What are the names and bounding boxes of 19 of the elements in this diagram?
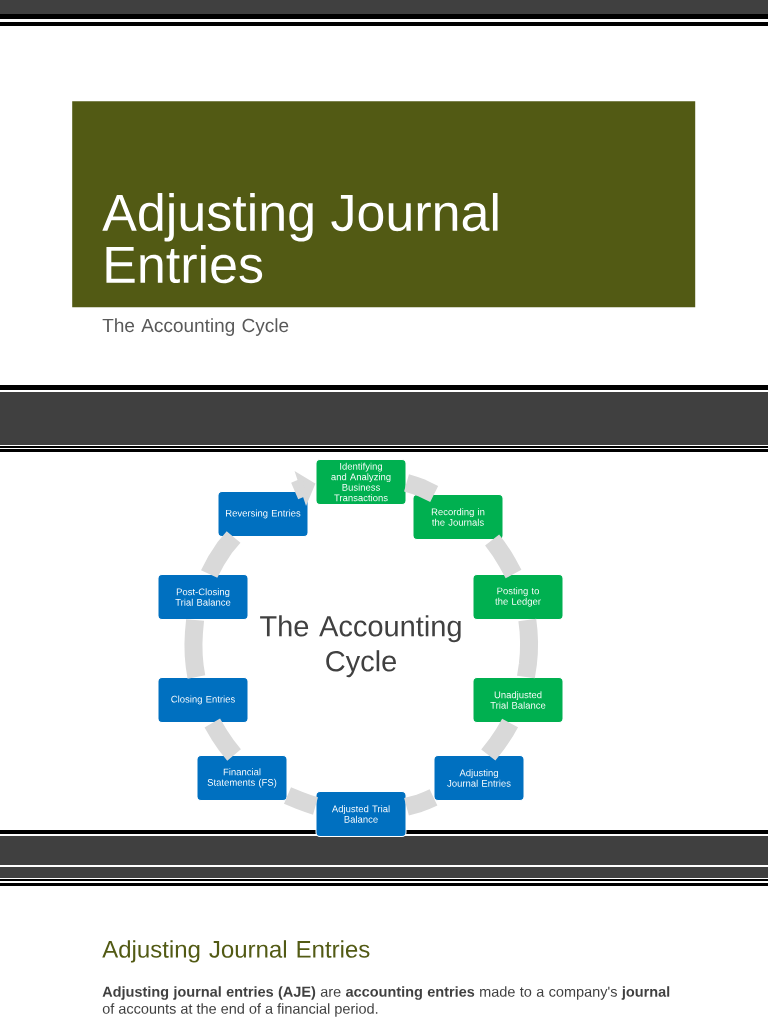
- step-box: Post-Closing Trial Balance: [157, 574, 249, 620]
- step-box: Identifying and Analyzing Business Transactions: [315, 459, 407, 505]
- section-heading: Adjusting Journal Entries: [102, 940, 370, 963]
- step-box: Posting to the Ledger: [472, 574, 564, 620]
- subtitle: The Accounting Cycle: [102, 318, 289, 336]
- cycle-arc: [517, 618, 539, 679]
- step-box: Recording in the Journals: [412, 494, 504, 540]
- step-box: Unadjusted Trial Balance: [472, 677, 564, 723]
- cycle-arc: [485, 534, 522, 579]
- step-box: Adjusting Journal Entries: [433, 755, 525, 801]
- step-box: Financial Statements (FS): [196, 755, 288, 801]
- step-box: Reversing Entries: [217, 491, 309, 537]
- title-banner: Adjusting Journal Entries: [72, 101, 696, 308]
- cycle-arc: [201, 531, 241, 578]
- step-box: Adjusted Trial Balance: [315, 791, 407, 837]
- cycle-title: The Accounting Cycle: [260, 615, 461, 678]
- step-box: Closing Entries: [157, 677, 249, 723]
- paragraph: Adjusting journal entries (AJE) are accounting entries made to a company's journal of accounts at the end of a financial period.: [102, 986, 670, 1017]
- cycle-arc: [184, 619, 206, 679]
